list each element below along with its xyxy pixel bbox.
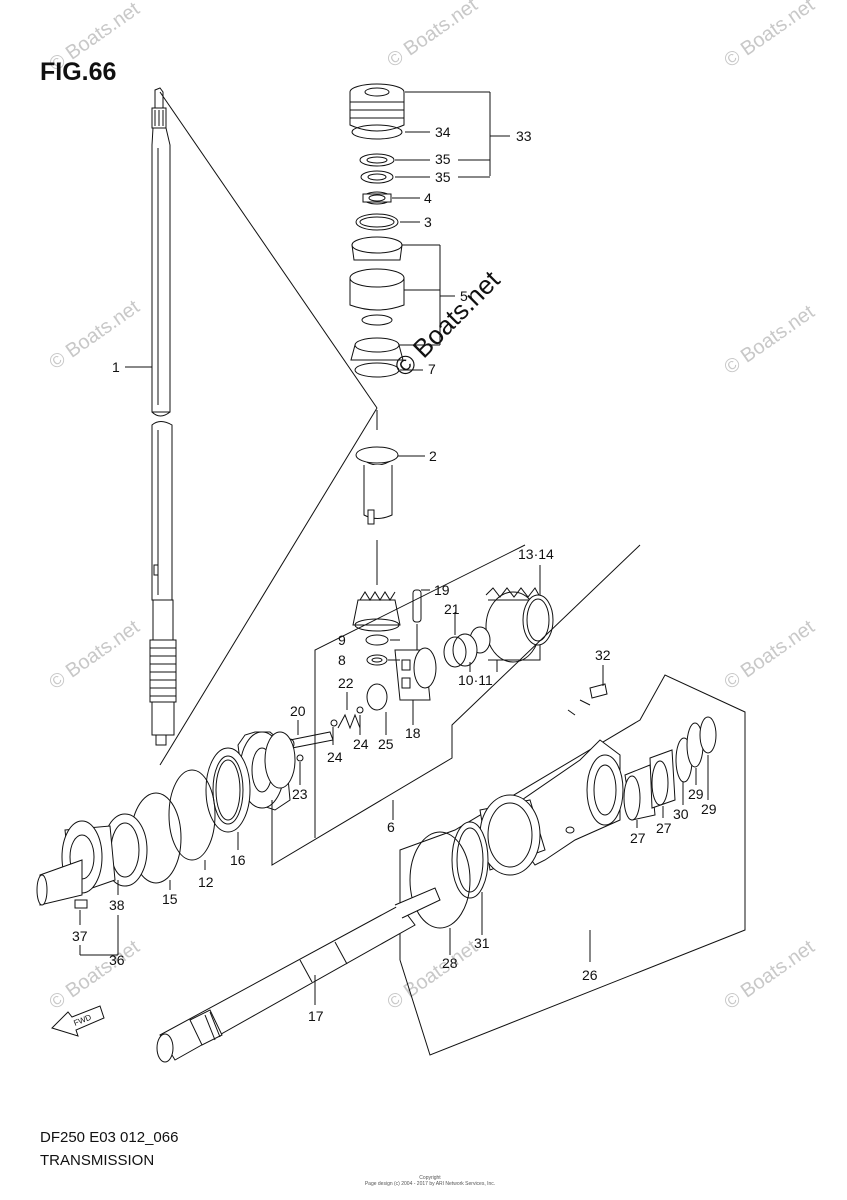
housing-seal-assembly <box>349 83 405 378</box>
thrust-washer <box>168 769 216 861</box>
callout: 19 <box>434 582 450 598</box>
watermark: © Boats.net <box>720 936 819 1014</box>
callout: 36 <box>109 952 125 968</box>
reverse-gear <box>237 731 296 811</box>
watermark: © Boats.net <box>720 0 819 72</box>
callout: 2 <box>429 448 437 464</box>
copyright: Copyright Page design (c) 2004 - 2017 by… <box>340 1175 520 1187</box>
callout: 24 <box>327 749 343 765</box>
callout: 7 <box>428 361 436 377</box>
watermark: © Boats.net <box>720 616 819 694</box>
clutch-dog <box>394 647 437 701</box>
fwd-arrow-icon <box>51 1005 105 1037</box>
propeller-shaft <box>156 887 441 1063</box>
callout: 23 <box>292 786 308 802</box>
figure-title: FIG.66 <box>40 58 117 86</box>
callout: 13·14 <box>518 546 554 562</box>
callout: 27 <box>630 830 646 846</box>
callout: 6 <box>387 819 395 835</box>
watermark: © Boats.net <box>45 616 144 694</box>
leader-lines <box>79 91 709 1005</box>
callout: 12 <box>198 874 214 890</box>
callout: 34 <box>435 124 451 140</box>
callout: 35 <box>435 151 451 167</box>
shift-plunger <box>285 683 388 762</box>
callout: 22 <box>338 675 354 691</box>
callout: 8 <box>338 652 346 668</box>
callout: 29 <box>701 801 717 817</box>
copyright-line: Copyright <box>419 1175 441 1181</box>
callout: 35 <box>435 169 451 185</box>
callout: 17 <box>308 1008 324 1024</box>
copyright-line: Page design (c) 2004 - 2017 by ARI Netwo… <box>364 1181 496 1187</box>
sleeve <box>355 446 399 525</box>
callout: 4 <box>424 190 432 206</box>
needle-bearings <box>589 683 717 821</box>
callout: 29 <box>688 786 704 802</box>
callout: 20 <box>290 703 306 719</box>
callout: 3 <box>424 214 432 230</box>
callout: 37 <box>72 928 88 944</box>
model-code: DF250 E03 012_066 <box>40 1129 179 1146</box>
callout: 9 <box>338 632 346 648</box>
watermark: © Boats.net <box>383 0 482 72</box>
callout: 18 <box>405 725 421 741</box>
forward-gear <box>443 587 554 668</box>
watermark-main: © Boats.net <box>388 264 506 382</box>
thrust-bearing <box>205 747 251 833</box>
callout: 10·11 <box>458 672 493 688</box>
watermark: © Boats.net <box>45 936 144 1014</box>
callout: 32 <box>595 647 611 663</box>
callout: 27 <box>656 820 672 836</box>
callout: 28 <box>442 955 458 971</box>
propeller-shaft-housing <box>409 739 624 929</box>
section-title: TRANSMISSION <box>40 1152 155 1169</box>
bearing-housing <box>36 813 148 909</box>
callout: 21 <box>444 601 460 617</box>
callout: 25 <box>378 736 394 752</box>
callout: 26 <box>582 967 598 983</box>
watermark: © Boats.net <box>45 296 144 374</box>
callout: 15 <box>162 891 178 907</box>
watermark: © Boats.net <box>720 301 819 379</box>
watermark: © Boats.net <box>383 936 482 1014</box>
callout-labels: 1 2 3 4 5 7 33 34 35 35 13·14 19 21 9 8 … <box>72 124 717 1024</box>
callout: 24 <box>353 736 369 752</box>
callout: 31 <box>474 935 490 951</box>
drive-shaft <box>149 87 177 746</box>
callout: 30 <box>673 806 689 822</box>
callout: 1 <box>112 359 120 375</box>
callout: 33 <box>516 128 532 144</box>
callout: 5 <box>460 288 468 304</box>
callout: 38 <box>109 897 125 913</box>
callout: 16 <box>230 852 246 868</box>
